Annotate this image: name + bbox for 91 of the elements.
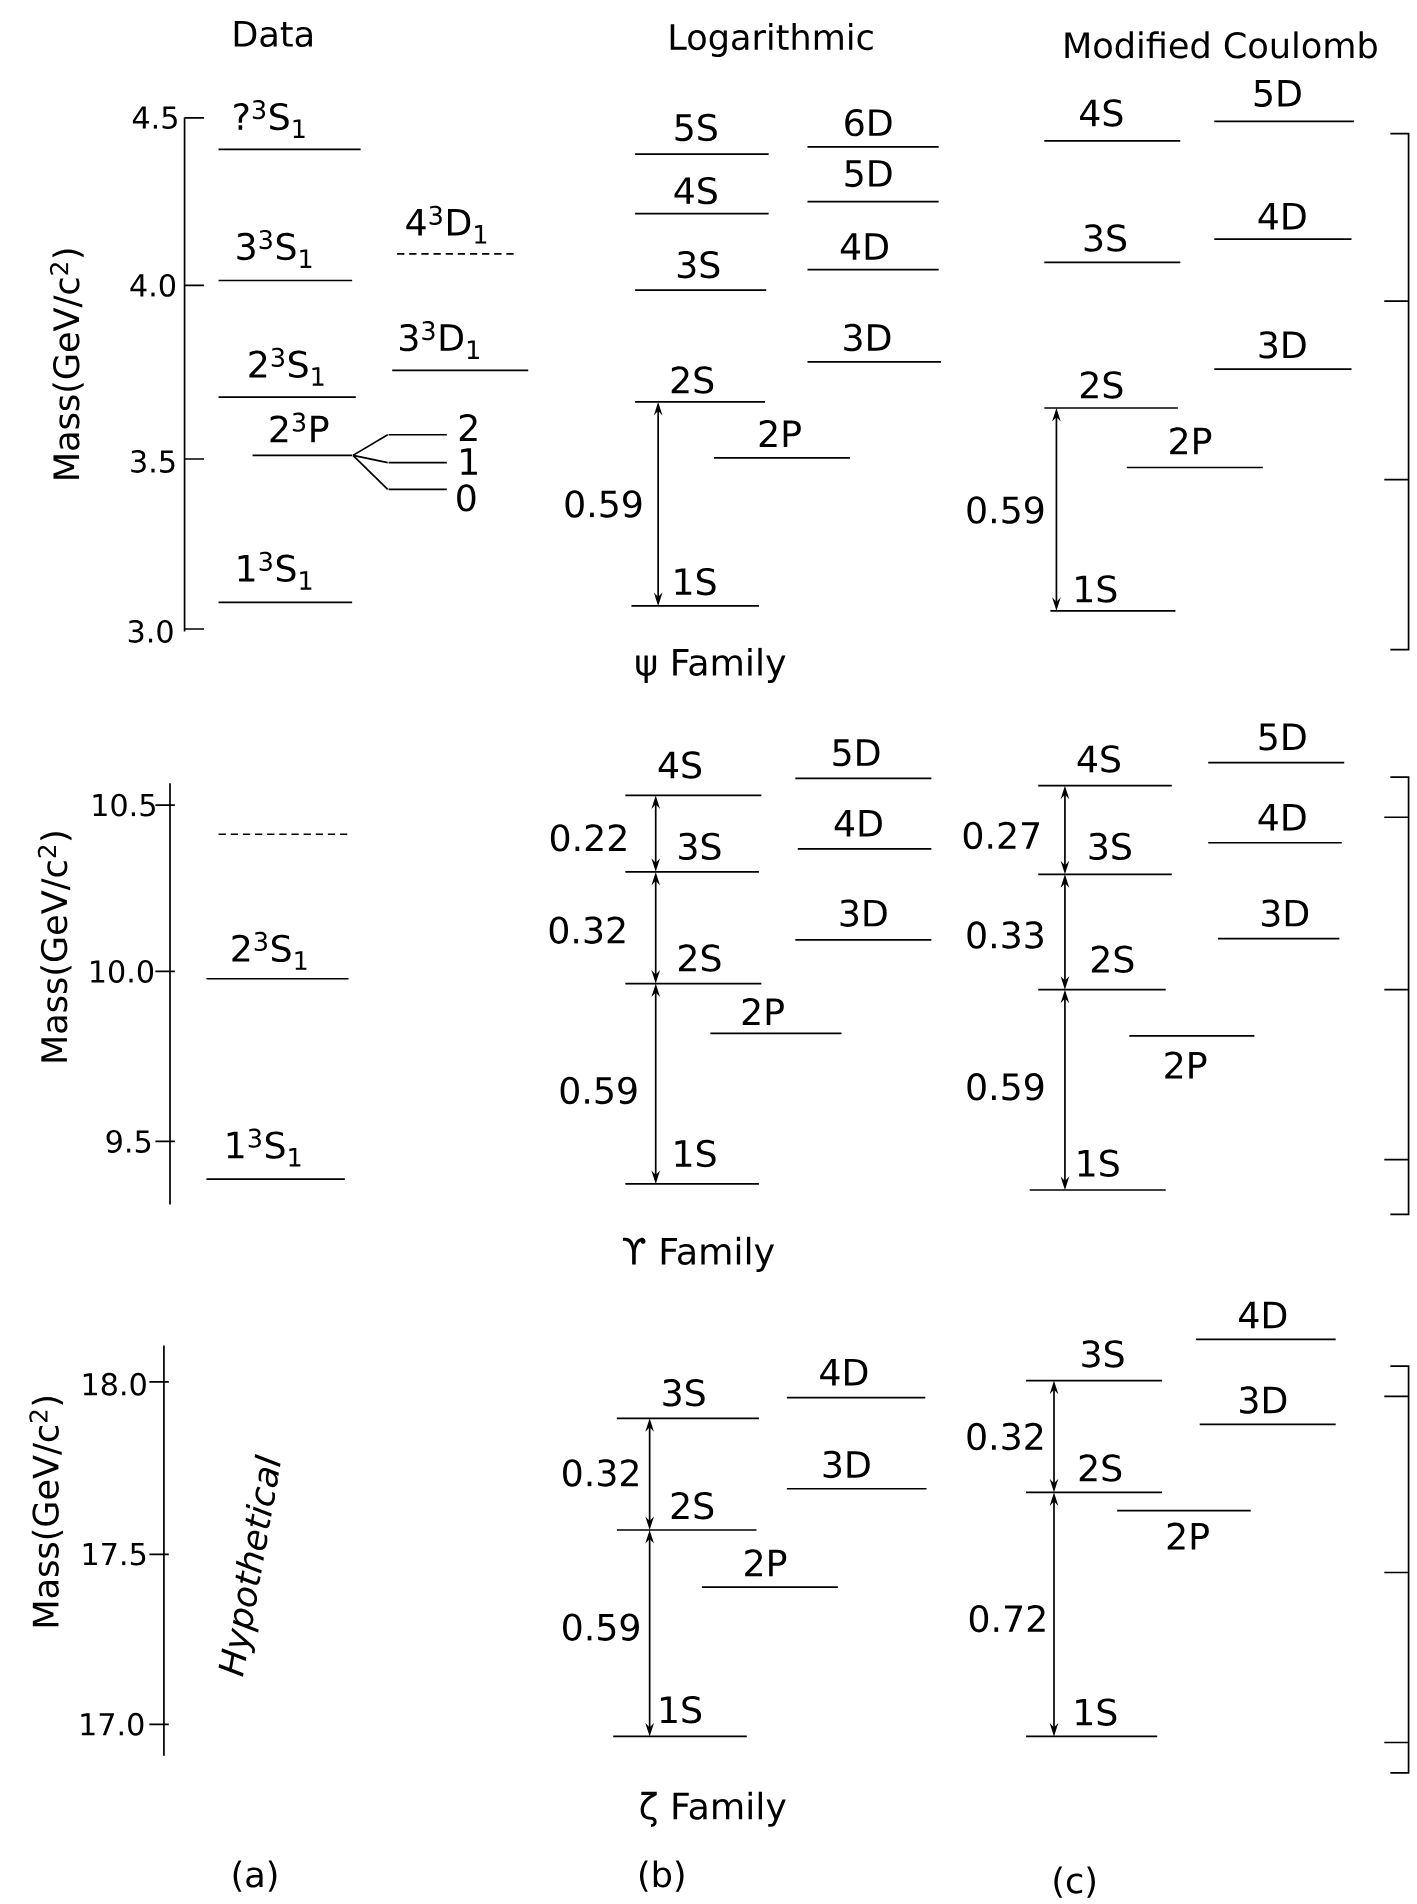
tick-label: 17.5 bbox=[83, 1543, 146, 1566]
energy-level: 5D bbox=[1213, 80, 1355, 123]
tick-label: 3.0 bbox=[128, 620, 173, 643]
energy-level: 2$^{3}$P bbox=[251, 412, 353, 457]
energy-level: 4D bbox=[806, 233, 940, 271]
column-title: Data bbox=[234, 20, 312, 48]
tick-label: 9.5 bbox=[106, 1130, 151, 1153]
energy-level: 1S bbox=[630, 567, 760, 607]
column-title: Logarithmic bbox=[670, 23, 873, 58]
energy-level: 5D bbox=[806, 160, 940, 203]
edge-label: 0.32 bbox=[963, 1421, 1047, 1452]
energy-level: 4D bbox=[1213, 202, 1353, 241]
energy-level: 0 bbox=[387, 484, 476, 512]
energy-level: 1$^{3}$S$_{1}$ bbox=[205, 1128, 346, 1180]
energy-level: 3D bbox=[786, 1450, 928, 1490]
energy-level: 3D bbox=[1217, 899, 1341, 940]
energy-level: 2 bbox=[387, 413, 477, 441]
tick-label: 17.0 bbox=[81, 1712, 144, 1736]
energy-level: 4$^{3}$D$_{1}$ bbox=[396, 205, 517, 255]
energy-level: 2P bbox=[709, 998, 843, 1035]
energy-level: 1S bbox=[612, 1696, 748, 1738]
energy-level: 4S bbox=[1043, 99, 1182, 142]
axis-title: Mass(GeV/c$^{2}$) bbox=[49, 249, 84, 479]
energy-level: 2$^{3}$S$_{1}$ bbox=[217, 347, 357, 398]
tick-label: 4.0 bbox=[130, 273, 175, 297]
energy-level: 2S bbox=[1025, 1454, 1163, 1494]
energy-level: 2P bbox=[713, 420, 851, 459]
edge-label: 0.33 bbox=[963, 920, 1047, 950]
energy-level: 2S bbox=[624, 944, 763, 985]
energy-level: 3D bbox=[806, 323, 942, 363]
energy-level: 6D bbox=[806, 108, 940, 148]
energy-level: 3D bbox=[1213, 331, 1353, 370]
edge-label: 0.59 bbox=[559, 1612, 643, 1643]
energy-level: 2S bbox=[1043, 371, 1179, 409]
splitting-line bbox=[352, 454, 389, 464]
energy-level: ?$^{3}$S$_{1}$ bbox=[217, 100, 362, 151]
edge-label: 0.22 bbox=[547, 822, 631, 853]
family-caption: ζ Family bbox=[640, 1791, 786, 1827]
family-caption: ϒ Family bbox=[622, 1236, 774, 1272]
energy-level: 4D bbox=[786, 1358, 927, 1399]
panel-label: (c) bbox=[1054, 1866, 1095, 1898]
energy-level: 5S bbox=[634, 113, 770, 156]
energy-level: 5D bbox=[1207, 723, 1346, 764]
energy-level: 1 bbox=[387, 448, 477, 475]
energy-level: 1S bbox=[1028, 1149, 1167, 1191]
energy-level: 3S bbox=[634, 251, 768, 292]
tick-label: 4.5 bbox=[132, 106, 177, 130]
energy-level: 4S bbox=[634, 176, 770, 215]
column-title: Modified Coulomb bbox=[1065, 31, 1377, 59]
energy-level: 2S bbox=[634, 366, 766, 403]
energy-level: 3D bbox=[1198, 1386, 1337, 1426]
splitting-line bbox=[352, 433, 389, 457]
energy-level: 4S bbox=[624, 751, 763, 797]
edge-label: 0.72 bbox=[966, 1603, 1050, 1634]
edge-label: 0.59 bbox=[963, 495, 1047, 525]
energy-level: 2P bbox=[701, 1549, 839, 1588]
tick-label: 18.0 bbox=[83, 1372, 146, 1396]
energy-level: 3$^{3}$D$_{1}$ bbox=[391, 321, 530, 372]
energy-level: 2$^{3}$S$_{1}$ bbox=[205, 931, 350, 980]
energy-level: 2S bbox=[616, 1492, 758, 1531]
edge-label: 0.32 bbox=[546, 915, 630, 946]
energy-level: 3S bbox=[1043, 224, 1182, 264]
energy-level: 3S bbox=[1025, 1340, 1163, 1382]
energy-level: 2P bbox=[1128, 1034, 1256, 1079]
energy-level: 3$^{3}$S$_{1}$ bbox=[217, 229, 353, 282]
energy-level: 2P bbox=[1126, 427, 1264, 469]
panel-label: (b) bbox=[639, 1860, 684, 1892]
energy-level: 4D bbox=[796, 810, 933, 850]
axis-title: Mass(GeV/c$^{2}$) bbox=[37, 832, 72, 1062]
edge-label: 0.59 bbox=[557, 1075, 641, 1106]
energy-level: 4D bbox=[1195, 1301, 1337, 1341]
energy-level: 5D bbox=[794, 739, 933, 780]
energy-level: 1$^{3}$S$_{1}$ bbox=[217, 551, 353, 604]
family-caption: ψ Family bbox=[636, 647, 786, 683]
edge-label: 0.32 bbox=[559, 1458, 643, 1488]
tick-label: 10.0 bbox=[91, 960, 154, 983]
tick-label: 10.5 bbox=[93, 793, 155, 817]
axis-title: Mass(GeV/c$^{2}$) bbox=[29, 1396, 63, 1627]
panel-label: (a) bbox=[233, 1860, 277, 1892]
energy-level: 4S bbox=[1037, 745, 1173, 787]
energy-level: 3D bbox=[794, 899, 933, 941]
energy-level: 3S bbox=[616, 1379, 760, 1420]
energy-level: 1S bbox=[1025, 1698, 1159, 1738]
energy-level: 1S bbox=[1049, 575, 1177, 612]
splitting-line bbox=[352, 454, 389, 491]
edge-label: 0.59 bbox=[963, 1071, 1047, 1102]
tick-label: 3.5 bbox=[131, 450, 175, 473]
energy-level: 4D bbox=[1207, 804, 1343, 844]
edge-label: 0.59 bbox=[561, 489, 646, 519]
energy-level: 1S bbox=[624, 1139, 760, 1185]
energy-level: 2P bbox=[1116, 1509, 1252, 1550]
